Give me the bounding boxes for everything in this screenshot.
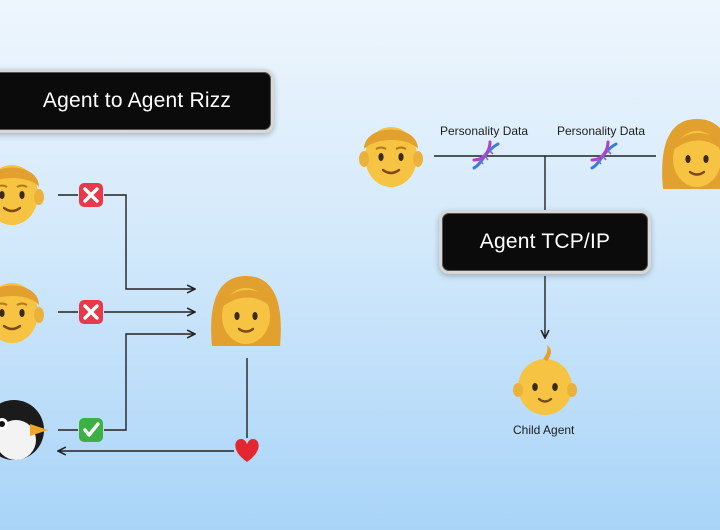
child-agent-label: Child Agent — [513, 423, 575, 437]
woman-face-icon — [660, 117, 720, 191]
red-heart-icon — [235, 439, 259, 462]
man-face-icon — [0, 281, 46, 345]
man-face-icon — [357, 125, 425, 189]
green-check-icon — [79, 418, 103, 442]
red-x-icon — [77, 298, 105, 326]
right-flow-lines — [434, 155, 656, 338]
left-flow-lines — [58, 194, 248, 451]
baby-face-icon — [511, 343, 579, 417]
dna-icon — [590, 140, 618, 170]
woman-face-icon — [209, 274, 283, 348]
personality-data-label-left: Personality Data — [440, 124, 529, 138]
left-title-text: Agent to Agent Rizz — [42, 89, 232, 112]
right-title-pill: Agent TCP/IP — [439, 210, 651, 274]
man-face-icon — [0, 163, 46, 227]
red-x-icon — [77, 181, 105, 209]
right-title-text: Agent TCP/IP — [479, 230, 611, 253]
penguin-icon — [0, 400, 48, 460]
personality-data-label-right: Personality Data — [557, 124, 646, 138]
left-title-pill: Agent to Agent Rizz — [0, 69, 274, 133]
dna-icon — [472, 140, 500, 170]
